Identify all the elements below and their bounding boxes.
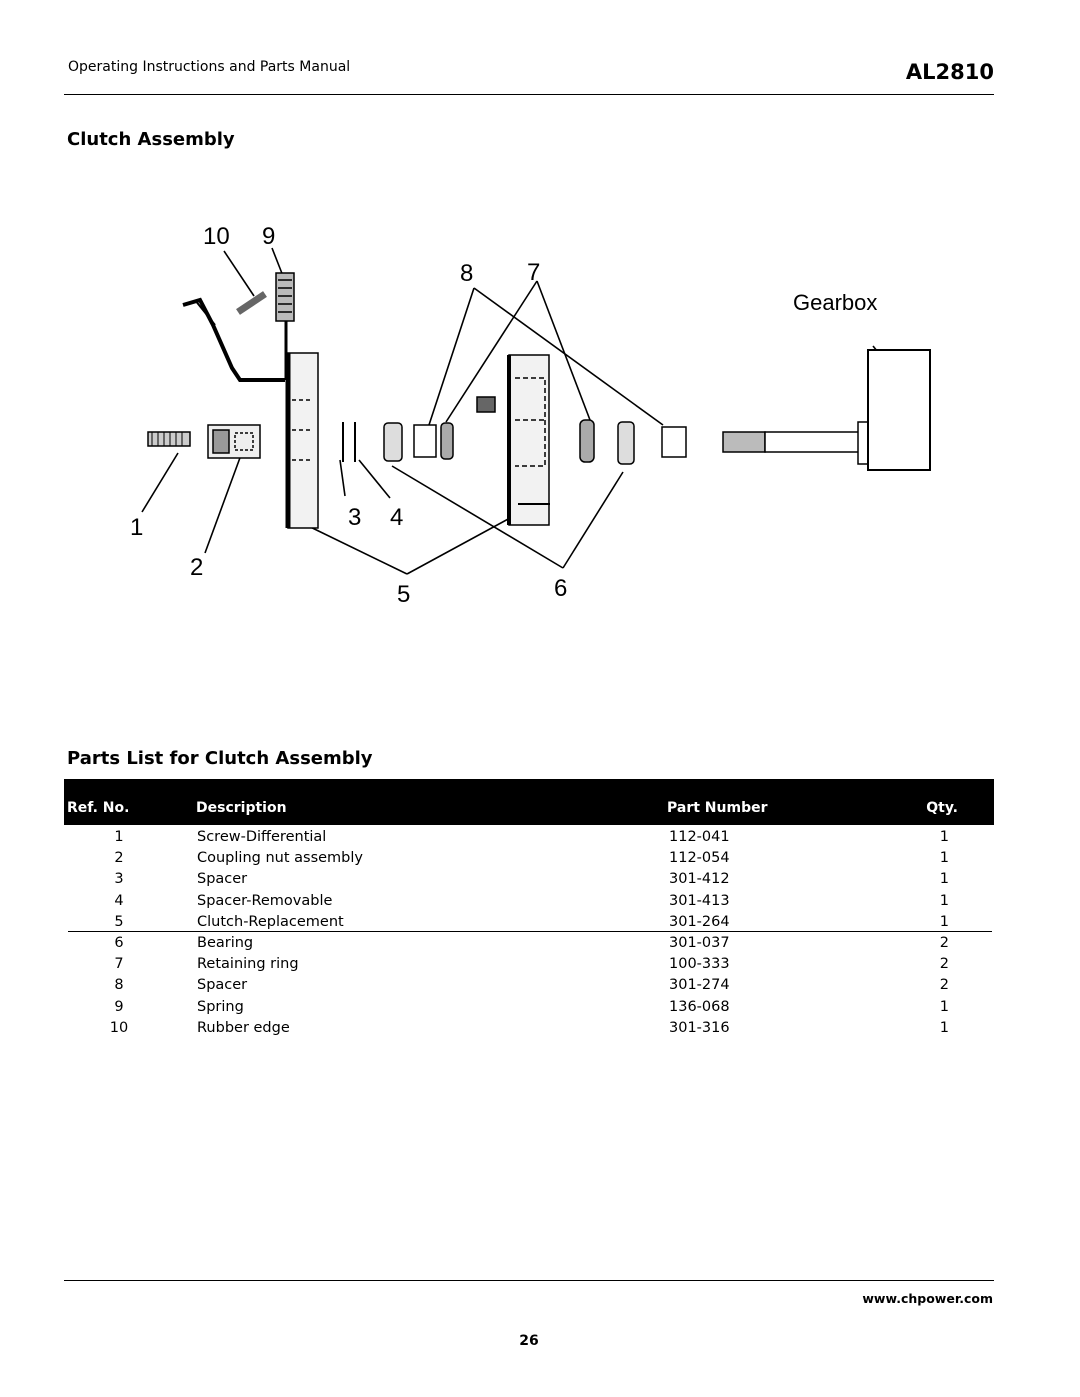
table-row: 7 Retaining ring 100-333 2 [64, 956, 994, 977]
callout-10: 10 [203, 223, 230, 250]
description-cell: Coupling nut assembly [197, 850, 363, 867]
ref-no-cell: 5 [114, 913, 124, 930]
gearbox-label: Gearbox [793, 290, 877, 315]
description-cell: Screw-Differential [197, 829, 327, 845]
part-number-cell: 301-264 [669, 913, 730, 930]
col-ref-no: Ref. No. [67, 800, 130, 816]
ref-no-cell: 9 [114, 998, 124, 1015]
callout-5: 5 [397, 581, 410, 608]
ref-no-cell: 2 [114, 850, 124, 867]
col-qty: Qty. [926, 800, 958, 816]
ref-no-cell: 3 [114, 871, 124, 888]
ref-no-cell: 4 [114, 892, 124, 909]
table-row: 4 Spacer-Removable 301-413 1 [64, 893, 994, 914]
description-cell: Rubber edge [197, 1019, 290, 1036]
part-number-cell: 301-412 [669, 871, 730, 888]
description-cell: Bearing [197, 935, 254, 951]
model-number: AL2810 [905, 60, 994, 84]
table-row: 1 Screw-Differential 112-041 1 [64, 829, 994, 850]
ref-no-cell: 6 [114, 935, 124, 951]
header-rule [64, 94, 994, 95]
part-clutch-plate-right [507, 354, 550, 526]
callout-1: 1 [130, 514, 143, 541]
parts-table-header: Ref. No. Description Part Number Qty. [64, 779, 994, 825]
qty-cell: 1 [939, 892, 949, 909]
table-divider [68, 931, 992, 932]
part-number-cell: 112-041 [669, 829, 730, 845]
part-wires [182, 272, 295, 382]
ref-no-cell: 8 [114, 977, 124, 994]
section-title: Clutch Assembly [67, 129, 235, 150]
qty-cell: 2 [939, 956, 949, 973]
website-url: www.chpower.com [862, 1291, 993, 1306]
part-number-cell: 136-068 [669, 998, 730, 1015]
table-row: 2 Coupling nut assembly 112-054 1 [64, 850, 994, 871]
qty-cell: 1 [939, 998, 949, 1015]
callout-9: 9 [262, 223, 275, 250]
part-number-cell: 301-316 [669, 1019, 730, 1036]
part-number-cell: 301-274 [669, 977, 730, 994]
table-row: 5 Clutch-Replacement 301-264 1 [64, 914, 994, 935]
gearbox-housing [867, 349, 931, 471]
parts-list-title: Parts List for Clutch Assembly [67, 748, 373, 769]
col-description: Description [196, 800, 287, 816]
ref-no-cell: 1 [114, 829, 124, 845]
page-number: 26 [519, 1333, 539, 1349]
callout-4: 4 [390, 504, 403, 531]
ref-no-cell: 7 [114, 956, 124, 973]
callout-2: 2 [190, 554, 203, 581]
table-row: 3 Spacer 301-412 1 [64, 871, 994, 892]
clutch-assembly-diagram: 1 2 3 4 5 6 7 8 9 10 Gearbox [130, 223, 931, 608]
description-cell: Spacer [197, 871, 248, 888]
part-clutch-plate-left [285, 352, 319, 529]
qty-cell: 1 [939, 850, 949, 867]
table-row: 10 Rubber edge 301-316 1 [64, 1020, 994, 1041]
qty-cell: 1 [939, 871, 949, 888]
qty-cell: 2 [939, 935, 949, 951]
part-gearbox-shaft [722, 421, 869, 465]
callout-6: 6 [554, 575, 567, 602]
description-cell: Clutch-Replacement [197, 913, 344, 930]
qty-cell: 1 [939, 1019, 949, 1036]
part-number-cell: 112-054 [669, 850, 730, 867]
callout-3: 3 [348, 504, 361, 531]
description-cell: Spacer-Removable [197, 892, 333, 909]
part-coupling-nut [207, 424, 261, 459]
part-number-cell: 301-413 [669, 892, 730, 909]
part-screw-differential [147, 431, 191, 447]
description-cell: Retaining ring [197, 956, 299, 973]
callout-8: 8 [460, 260, 473, 287]
part-number-cell: 301-037 [669, 935, 730, 951]
description-cell: Spacer [197, 977, 248, 994]
ref-no-cell: 10 [109, 1019, 129, 1036]
document-title: Operating Instructions and Parts Manual [68, 59, 351, 75]
table-row: 9 Spring 136-068 1 [64, 999, 994, 1020]
footer-rule [64, 1280, 994, 1281]
description-cell: Spring [197, 998, 244, 1015]
table-row: 6 Bearing 301-037 2 [64, 935, 994, 956]
part-number-cell: 100-333 [669, 956, 730, 973]
table-row: 8 Spacer 301-274 2 [64, 977, 994, 998]
qty-cell: 2 [939, 977, 949, 994]
callout-7: 7 [527, 259, 540, 286]
qty-cell: 1 [939, 829, 949, 845]
col-part-number: Part Number [667, 800, 768, 816]
qty-cell: 1 [939, 913, 949, 930]
